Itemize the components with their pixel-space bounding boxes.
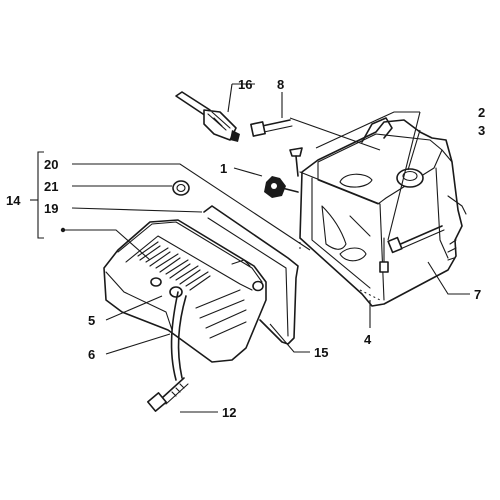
label-5: 5	[88, 313, 95, 328]
leader-lines	[30, 83, 470, 413]
bolt-12-part	[146, 377, 189, 412]
group-marker-dot	[60, 227, 66, 233]
label-2: 2	[478, 105, 485, 120]
label-1: 1	[220, 161, 227, 176]
label-16: 16	[238, 77, 252, 92]
label-14: 14	[6, 193, 21, 208]
label-7: 7	[474, 287, 481, 302]
label-6: 6	[88, 347, 95, 362]
label-12: 12	[222, 405, 236, 420]
part-number-labels: 16 8 2 3 1 20 21 19 14 5 6 15 4 7 12	[6, 77, 485, 420]
spark-plug-part	[175, 91, 240, 142]
label-20: 20	[44, 157, 58, 172]
label-15: 15	[314, 345, 328, 360]
label-4: 4	[364, 332, 372, 347]
label-21: 21	[44, 179, 58, 194]
breather-hose-part	[170, 291, 187, 381]
fitting-part	[264, 176, 299, 198]
bolt-8-part	[250, 119, 293, 137]
label-3: 3	[478, 123, 485, 138]
label-19: 19	[44, 201, 58, 216]
cylinder-head-part	[299, 117, 467, 307]
label-8: 8	[277, 77, 284, 92]
screw-2-part	[289, 147, 303, 177]
valve-cover-gasket	[203, 205, 381, 345]
seal-ring-part	[172, 180, 190, 196]
